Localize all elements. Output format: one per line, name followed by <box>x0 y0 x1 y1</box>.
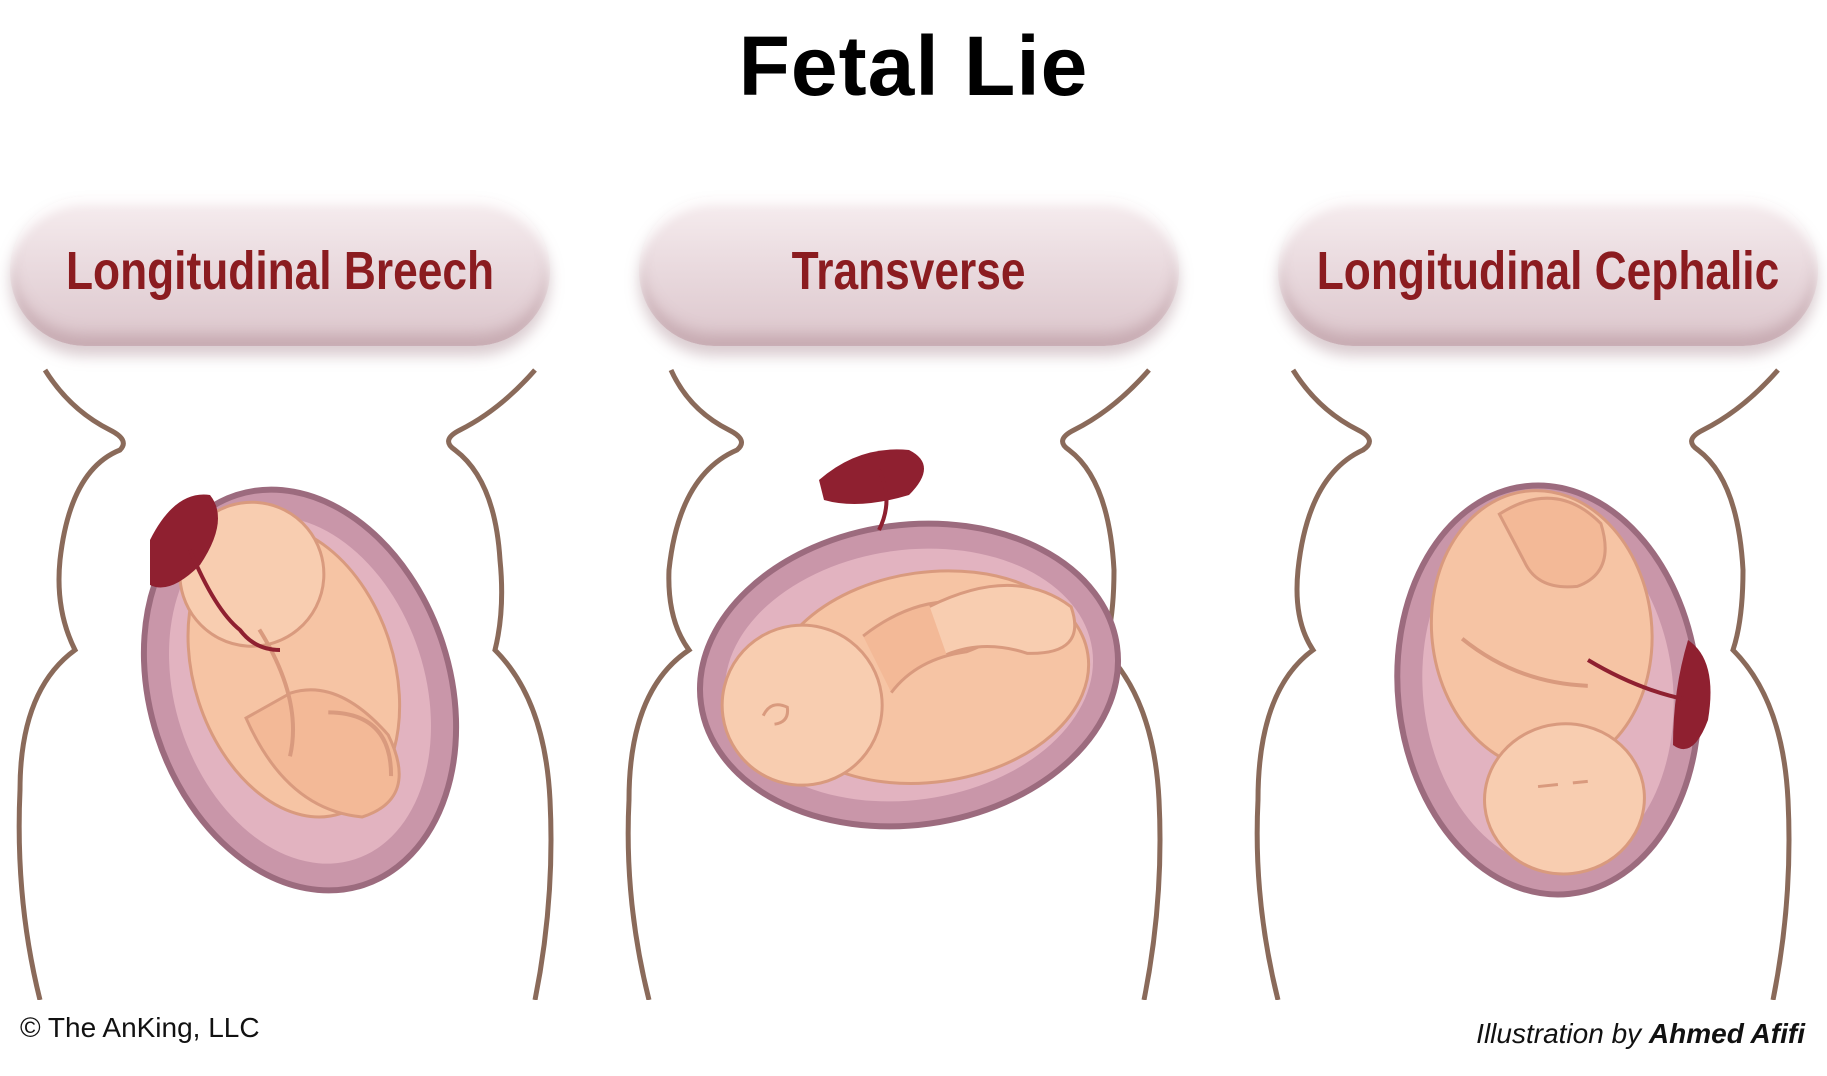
illustration-credit: Illustration by Ahmed Afifi <box>1476 1018 1805 1050</box>
body-outline-right <box>446 368 554 1000</box>
panel-transverse: Transverse <box>609 0 1218 1076</box>
transverse-illustration <box>625 368 1163 1000</box>
fetus-arm <box>1460 637 1588 688</box>
body-outline-left <box>1254 368 1372 1000</box>
fetus-leg <box>928 584 1077 656</box>
breech-illustration <box>16 368 554 1000</box>
label-pill: Longitudinal Cephalic <box>1278 196 1818 346</box>
body-outline-left <box>16 368 126 1000</box>
page-title: Fetal Lie <box>738 19 1089 113</box>
fetus-ear <box>761 703 790 726</box>
label-text: Longitudinal Cephalic <box>1316 241 1780 301</box>
fetus-leg-fold <box>328 710 394 777</box>
fetus-head <box>720 623 884 787</box>
umbilical-cord <box>188 549 281 652</box>
label-pill: Longitudinal Breech <box>10 196 550 346</box>
label-pill: Transverse <box>639 196 1179 346</box>
placenta <box>1673 640 1711 750</box>
copyright-text: © The AnKing, LLC <box>20 1012 260 1043</box>
fetus-head <box>178 500 326 648</box>
label-text: Transverse <box>792 241 1026 301</box>
fetus-leg <box>244 688 401 819</box>
panel-longitudinal-cephalic: Longitudinal Cephalic <box>1218 0 1827 1076</box>
fetus-head <box>1483 722 1646 876</box>
fetus-leg <box>1497 496 1607 589</box>
body-outline-left <box>625 368 744 1000</box>
cephalic-illustration <box>1254 368 1792 1000</box>
fetus-eye <box>1537 779 1588 789</box>
body-outline-right <box>1689 368 1792 1000</box>
credit-name: Ahmed Afifi <box>1648 1018 1805 1049</box>
fetus-arm <box>257 628 295 757</box>
body-outline-right <box>1060 368 1163 1000</box>
label-text: Longitudinal Breech <box>65 241 495 301</box>
placenta <box>150 494 218 588</box>
umbilical-cord <box>877 469 889 531</box>
umbilical-cord <box>1586 658 1689 702</box>
credit-prefix: Illustration by <box>1476 1018 1642 1049</box>
placenta <box>819 449 924 504</box>
panel-longitudinal-breech: Longitudinal Breech <box>0 0 609 1076</box>
